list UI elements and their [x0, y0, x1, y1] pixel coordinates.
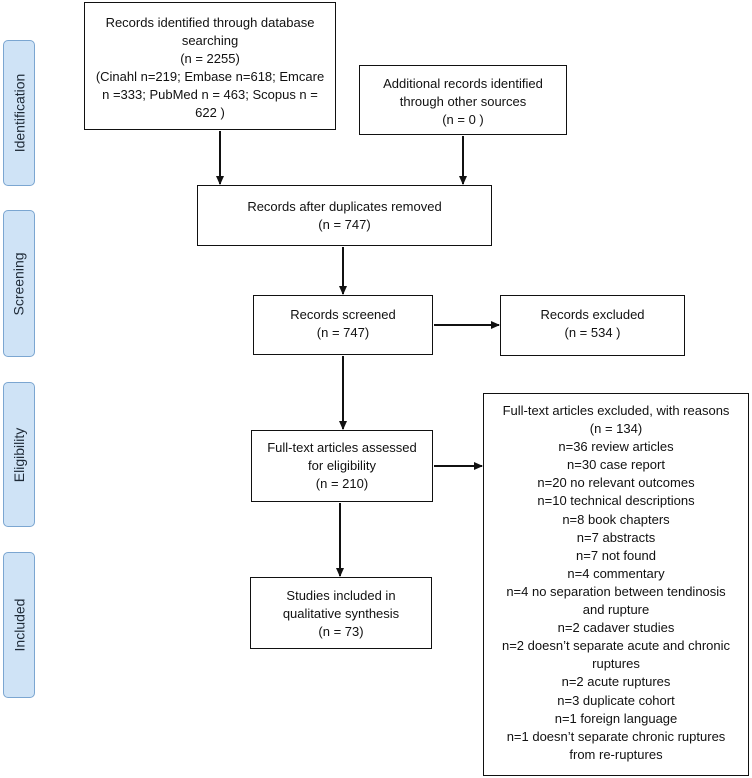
box-line: Studies included in — [286, 588, 396, 603]
box-line: 622 ) — [195, 105, 225, 120]
box-line: (n = 210) — [315, 476, 369, 491]
box-line: (n = 747) — [316, 325, 370, 340]
box-line: (n = 134) — [589, 421, 643, 437]
box-line: (n = 747) — [318, 217, 371, 232]
stage-included: Included — [3, 552, 35, 698]
box-line: n=8 book chapters — [562, 511, 670, 527]
box-line: from re-ruptures — [569, 746, 663, 762]
box-line: n=1 foreign language — [554, 710, 678, 726]
records-excluded-box: Records excluded (n = 534 ) — [500, 295, 685, 356]
box-line: (Cinahl n=219; Embase n=618; Emcare — [95, 69, 325, 84]
box-line: Records after duplicates removed — [247, 199, 442, 214]
box-line: and rupture — [582, 602, 650, 618]
box-line: ruptures — [592, 656, 640, 672]
box-line: n=4 commentary — [567, 565, 665, 581]
stage-identification: Identification — [3, 40, 35, 186]
box-line: n=3 duplicate cohort — [557, 692, 675, 708]
stage-screening: Screening — [3, 210, 35, 357]
box-line: n=36 review articles — [558, 439, 674, 455]
box-line: Records excluded — [540, 307, 645, 322]
duplicates-removed-box: Records after duplicates removed (n = 74… — [197, 185, 492, 246]
box-line: n=2 cadaver studies — [557, 620, 675, 636]
other-records-box: Additional records identified through ot… — [359, 65, 567, 135]
box-line: n=10 technical descriptions — [537, 493, 695, 509]
box-line: n=20 no relevant outcomes — [537, 475, 695, 491]
studies-included-box: Studies included in qualitative synthesi… — [250, 577, 432, 649]
box-line: n=7 not found — [576, 547, 656, 563]
box-line: (n = 2255) — [180, 51, 240, 66]
box-line: through other sources — [399, 94, 527, 109]
database-records-box: Records identified through database sear… — [84, 2, 336, 130]
box-line: n=2 acute ruptures — [561, 674, 671, 690]
box-line: n=30 case report — [567, 457, 665, 473]
box-line: Full-text articles excluded, with reason… — [502, 403, 730, 418]
box-line: Additional records identified — [383, 76, 543, 91]
fulltext-excluded-box: Full-text articles excluded, with reason… — [483, 393, 749, 776]
box-line: n=2 doesn’t separate acute and chronic — [501, 638, 731, 654]
box-line: searching — [181, 33, 239, 48]
box-line: n=4 no separation between tendinosis — [506, 583, 726, 599]
box-line: for eligibility — [308, 458, 376, 473]
box-line: (n = 73) — [318, 624, 364, 639]
stage-eligibility: Eligibility — [3, 382, 35, 527]
box-line: Full-text articles assessed — [267, 440, 417, 455]
box-line: Records screened — [290, 307, 396, 322]
box-line: n =333; PubMed n = 463; Scopus n = — [102, 87, 318, 102]
box-line: n=7 abstracts — [576, 529, 656, 545]
fulltext-assessed-box: Full-text articles assessed for eligibil… — [251, 430, 433, 502]
box-line: (n = 0 ) — [442, 112, 484, 127]
box-line: Records identified through database — [105, 15, 315, 30]
box-line: (n = 534 ) — [564, 325, 621, 340]
box-line: n=1 doesn’t separate chronic ruptures — [506, 728, 726, 744]
records-screened-box: Records screened (n = 747) — [253, 295, 433, 355]
box-line: qualitative synthesis — [282, 606, 400, 621]
